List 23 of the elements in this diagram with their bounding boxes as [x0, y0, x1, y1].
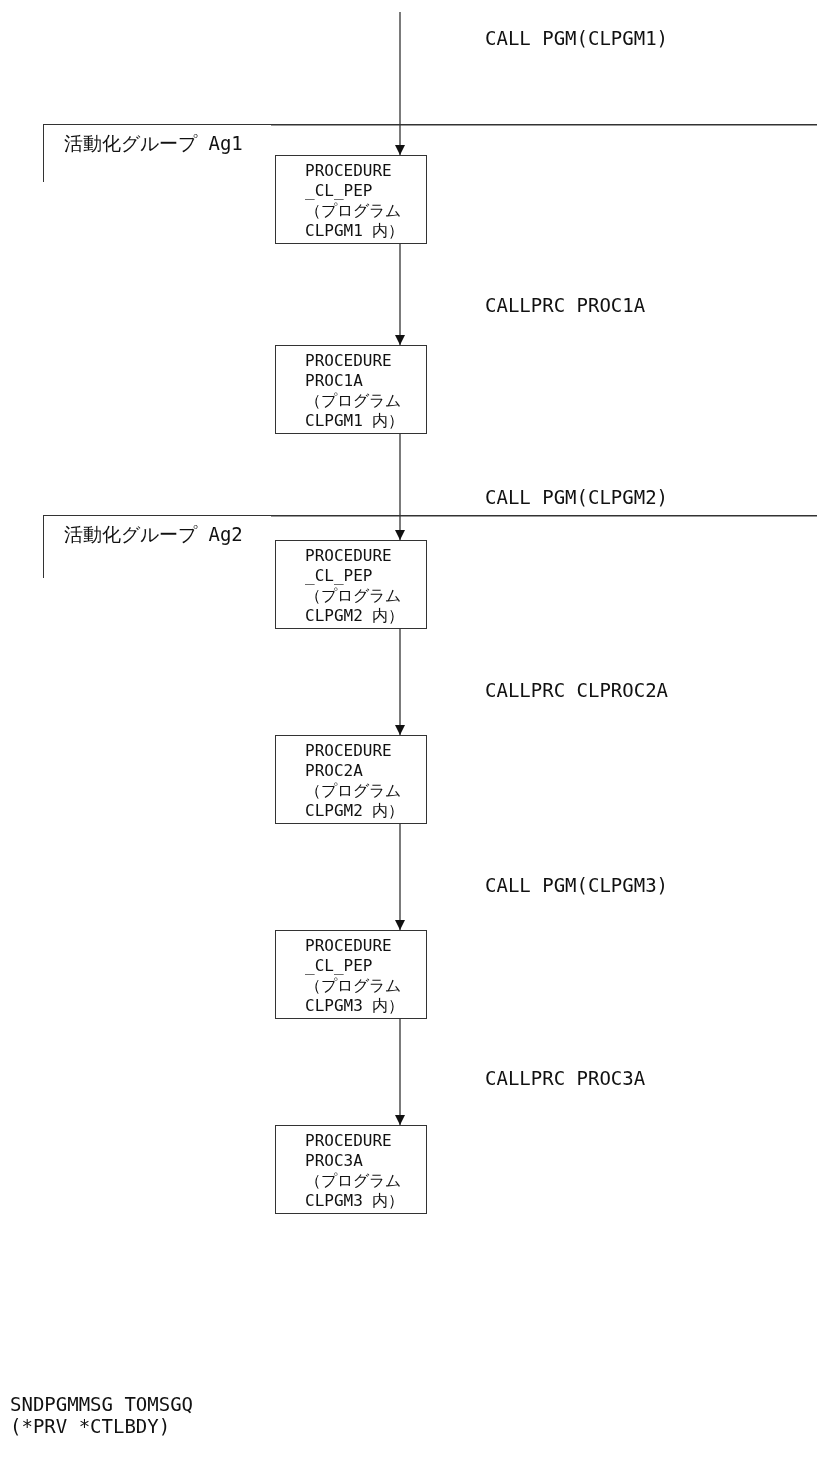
group-label: 活動化グループ Ag2: [64, 522, 243, 547]
procedure-box: [275, 1125, 427, 1214]
note-text: SNDPGMMSG TOMSGQ (*PRV *CTLBDY): [10, 1393, 195, 1437]
procedure-box: [275, 155, 427, 244]
arrow: [395, 628, 405, 736]
procedure-text: PROCEDURE _CL_PEP （プログラム CLPGM3 内）: [305, 936, 406, 1016]
procedure-box: [275, 540, 427, 629]
group-bracket: [43, 515, 271, 578]
arrow: [395, 243, 405, 346]
arrow: [395, 1018, 405, 1126]
group-bracket: [43, 124, 271, 182]
procedure-box: [275, 345, 427, 434]
group-label: 活動化グループ Ag1: [64, 131, 243, 156]
procedure-text: PROCEDURE PROC1A （プログラム CLPGM1 内）: [305, 351, 406, 431]
procedure-text: PROCEDURE PROC3A （プログラム CLPGM3 内）: [305, 1131, 406, 1211]
procedure-box: [275, 735, 427, 824]
arrow: [395, 823, 405, 931]
arrow: [395, 433, 405, 541]
procedure-box: [275, 930, 427, 1019]
procedure-text: PROCEDURE _CL_PEP （プログラム CLPGM2 内）: [305, 546, 406, 626]
arrow: [395, 11, 405, 156]
procedure-text: PROCEDURE PROC2A （プログラム CLPGM2 内）: [305, 741, 406, 821]
procedure-text: PROCEDURE _CL_PEP （プログラム CLPGM1 内）: [305, 161, 406, 241]
